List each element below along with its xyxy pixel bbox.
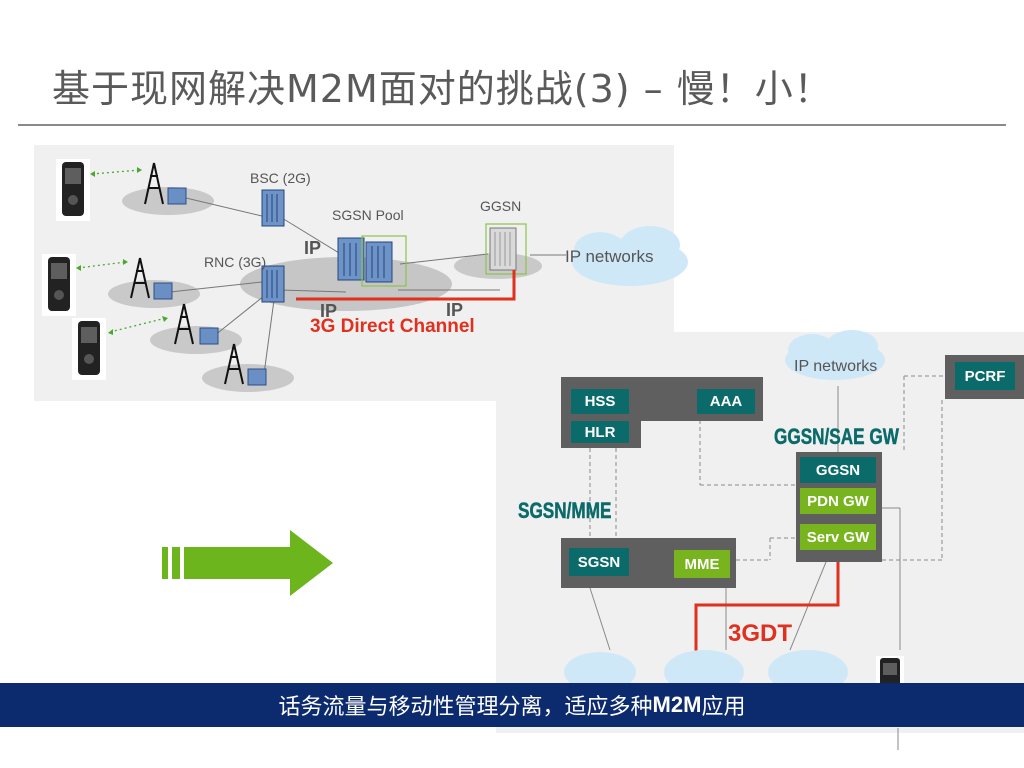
- title-divider: [18, 124, 1006, 126]
- serv-gw-box: Serv GW: [800, 524, 876, 550]
- base-station-icon: [247, 368, 267, 386]
- hlr-box: HLR: [571, 421, 629, 443]
- radio-tower-icon: [224, 343, 244, 385]
- rnc-label: RNC (3G): [204, 254, 267, 270]
- pcrf-box: PCRF: [955, 362, 1015, 390]
- sgsn-pool-label: SGSN Pool: [332, 207, 404, 223]
- bsc-server-icon: [261, 189, 285, 227]
- sgsn-server-icon: [337, 237, 365, 281]
- ip-networks-cloud: [785, 330, 885, 380]
- transition-arrow-icon: [162, 530, 333, 596]
- ip-networks-label: IP networks: [565, 247, 654, 266]
- sgsn-box: SGSN: [569, 548, 629, 576]
- radio-tower-icon: [174, 303, 194, 345]
- phone-icon: [876, 656, 904, 686]
- footer-suffix: 应用: [701, 695, 746, 720]
- footer-bold-text: M2M: [652, 692, 702, 717]
- radio-tower-icon: [130, 257, 150, 299]
- ggsn-box: GGSN: [800, 457, 876, 483]
- direct-channel-line: [296, 270, 516, 301]
- cell-site-platform: [150, 326, 242, 354]
- radio-tower-icon: [144, 162, 164, 205]
- ggsn-label: GGSN: [480, 198, 522, 214]
- rnc-server-icon: [261, 265, 285, 303]
- ggsn-server-icon: [485, 223, 527, 275]
- sgsn-server-icon: [361, 235, 407, 287]
- bsc-label: BSC (2G): [250, 170, 311, 186]
- ip-label: IP: [304, 238, 322, 258]
- gw-title: GGSN/SAE GW: [774, 424, 899, 450]
- phone-icon: [42, 254, 76, 316]
- phone-icon: [56, 159, 90, 221]
- ip-label: IP: [446, 300, 464, 320]
- 3gdt-line: [694, 558, 840, 660]
- ip-networks-cloud: [572, 226, 688, 286]
- footer-text: 话务流量与移动性管理分离，适应多种: [278, 695, 653, 720]
- base-station-icon: [153, 282, 173, 300]
- ip-label: IP: [320, 301, 338, 321]
- mme-box: MME: [674, 550, 730, 578]
- base-station-icon: [199, 327, 219, 345]
- base-station-icon: [167, 187, 187, 205]
- hss-box: HSS: [571, 389, 629, 414]
- direct-channel-label: 3G Direct Channel: [310, 316, 475, 337]
- aaa-box: AAA: [697, 389, 755, 414]
- 3gdt-label: 3GDT: [728, 620, 793, 647]
- slide-title: 基于现网解决M2M面对的挑战(3) – 慢！小！: [52, 67, 833, 111]
- phone-icon: [72, 318, 106, 380]
- mme-title: SGSN/MME: [518, 498, 612, 524]
- pdn-gw-box: PDN GW: [800, 488, 876, 514]
- ip-networks-label: IP networks: [794, 358, 878, 375]
